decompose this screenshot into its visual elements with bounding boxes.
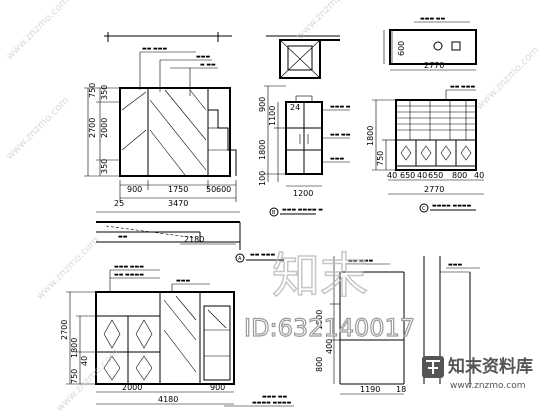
svg-text:▬▬▬: ▬▬▬ — [196, 54, 210, 60]
dim-w-600: 600 — [216, 185, 231, 194]
dim-r-650a: 650 — [400, 171, 415, 180]
dim-25: 25 — [114, 199, 124, 208]
svg-text:▬▬▬▬ ▬▬▬▬: ▬▬▬▬ ▬▬▬▬ — [252, 400, 292, 406]
dim-br-1190: 1190 — [360, 385, 380, 394]
watermark-big: 知末 — [272, 248, 368, 304]
marker-b: B — [272, 210, 276, 216]
dim-br-800: 800 — [315, 357, 324, 372]
dim-br-400: 400 — [325, 339, 334, 354]
logo-url: www.znzmo.com — [450, 381, 525, 391]
dim-br-1800: 1800 — [315, 310, 324, 330]
svg-text:▬▬ ▬▬▬: ▬▬ ▬▬▬ — [348, 258, 373, 264]
dim-w-1750: 1750 — [168, 185, 188, 194]
svg-text:▬▬▬: ▬▬▬ — [176, 278, 190, 284]
svg-text:▬▬▬: ▬▬▬ — [330, 156, 344, 162]
dim-cab-100: 100 — [258, 171, 267, 186]
bottom-left-elevation: ▬▬▬ ▬▬▬ ▬▬ ▬▬▬▬ ▬▬▬ 2700 1800 750 40 200… — [60, 264, 294, 407]
svg-text:▬▬▬ ▬▬: ▬▬▬ ▬▬ — [420, 16, 445, 22]
svg-text:▬▬▬ ▬▬▬▬ ▬: ▬▬▬ ▬▬▬▬ ▬ — [282, 207, 323, 213]
bottom-right-elevation: ▬▬ ▬▬▬ ▬▬▬ 400 800 1800 1190 18 — [315, 256, 480, 395]
plan-top-right: 600 2770 ▬▬▬ ▬▬ — [383, 16, 477, 71]
dim-left-bottom: 350 — [100, 159, 109, 174]
svg-text:▬▬▬ ▬▬▬: ▬▬▬ ▬▬▬ — [114, 264, 144, 270]
cabinet-elevation: ▬▬▬ ▬ ▬▬ ▬▬ ▬▬▬ 900 1100 1800 100 24 120… — [258, 35, 351, 217]
dim-cab-1800: 1800 — [258, 140, 267, 160]
dim-cab-900: 900 — [258, 97, 267, 112]
dim-r-650b: 650 — [428, 171, 443, 180]
svg-text:▬▬▬ ▬▬: ▬▬▬ ▬▬ — [262, 394, 287, 400]
svg-text:▬▬ ▬▬▬: ▬▬ ▬▬▬ — [450, 84, 475, 90]
watermark-tile-1: www.znzmo.com — [4, 0, 71, 62]
dim-r-2770: 2770 — [424, 185, 444, 194]
svg-text:▬▬ ▬▬▬▬: ▬▬ ▬▬▬▬ — [114, 272, 144, 278]
svg-text:▬▬▬: ▬▬▬ — [448, 262, 462, 268]
dim-cab-1100: 1100 — [268, 106, 277, 126]
svg-text:▬▬▬ ▬: ▬▬▬ ▬ — [330, 104, 351, 110]
dim-left-extra: 750 — [88, 83, 97, 98]
dim-cab-24: 24 — [290, 103, 300, 112]
dim-right-750: 750 — [376, 151, 385, 166]
dim-bl-2000: 2000 — [122, 383, 142, 392]
svg-text:▬▬▬▬ ▬▬▬▬: ▬▬▬▬ ▬▬▬▬ — [432, 203, 472, 209]
marker-a: A — [238, 256, 242, 262]
dim-bl-40: 40 — [80, 356, 89, 366]
dim-r-40c: 40 — [474, 171, 484, 180]
dim-w-900: 900 — [127, 185, 142, 194]
dim-plan-2770: 2770 — [424, 61, 444, 70]
dim-right-1800: 1800 — [366, 126, 375, 146]
logo-text: 知末资料库 — [447, 356, 533, 377]
dim-left-total: 2700 — [88, 118, 97, 138]
dim-total-3470: 3470 — [168, 199, 188, 208]
svg-text:▬▬ ▬▬: ▬▬ ▬▬ — [330, 132, 351, 138]
left-elevation: ▬▬ ▬▬▬ ▬▬▬ ▬ ▬▬ 2700 2000 350 350 750 90… — [84, 32, 237, 208]
site-logo: 知末资料库 www.znzmo.com — [422, 356, 533, 391]
dim-br-18: 18 — [396, 385, 406, 394]
dim-left-mid: 2000 — [100, 118, 109, 138]
watermark-tile-2: www.znzmo.com — [4, 95, 71, 162]
svg-text:▬▬: ▬▬ — [118, 234, 128, 240]
right-elevation: ▬▬ ▬▬▬ 1800 750 40 650 40 650 800 40 277… — [366, 84, 484, 213]
svg-text:▬ ▬▬: ▬ ▬▬ — [200, 62, 216, 68]
dim-plan-600: 600 — [397, 41, 406, 56]
dim-left-top: 350 — [100, 85, 109, 100]
dim-cab-1200: 1200 — [293, 189, 313, 198]
dim-bl-750: 750 — [70, 369, 79, 384]
dim-r-40a: 40 — [387, 171, 397, 180]
dim-bl-1800: 1800 — [70, 338, 79, 358]
small-plan: 2180 ▬▬ A ▬▬ ▬▬▬ — [96, 211, 284, 263]
svg-text:▬▬ ▬▬▬: ▬▬ ▬▬▬ — [250, 252, 275, 258]
dim-r-800: 800 — [452, 171, 467, 180]
dim-plan-2180: 2180 — [184, 235, 204, 244]
dim-w-50: 50 — [206, 185, 216, 194]
dim-bl-900: 900 — [210, 383, 225, 392]
dim-bl-2700: 2700 — [60, 320, 69, 340]
svg-text:▬▬ ▬▬▬: ▬▬ ▬▬▬ — [142, 46, 167, 52]
dim-r-40b: 40 — [417, 171, 427, 180]
watermark-tile-5: www.znzmo.com — [474, 45, 541, 112]
watermark-id: ID:632140017 — [244, 314, 415, 342]
marker-c: C — [422, 206, 426, 212]
dim-bl-4180: 4180 — [158, 395, 178, 404]
